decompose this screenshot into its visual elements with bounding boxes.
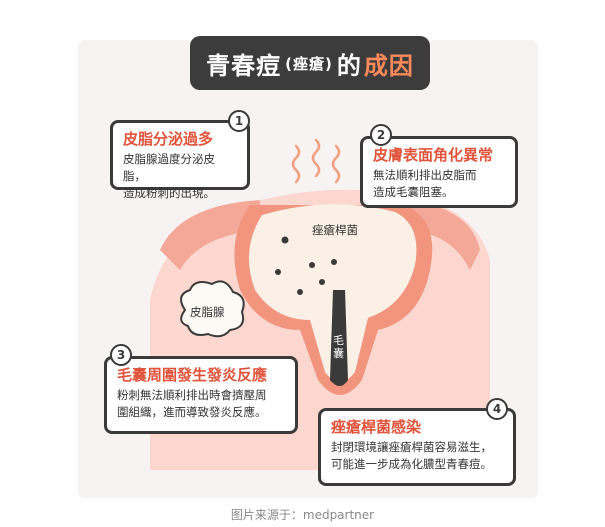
- cause-text-line: 粉刺無法順利排出時會擠壓周: [117, 388, 267, 402]
- sebaceous-gland-label: 皮脂腺: [190, 305, 225, 319]
- cause-text-line: 可能進一步成為化膿型青春痘。: [331, 457, 492, 471]
- cause-heading: 皮膚表面角化異常: [373, 146, 494, 164]
- bacterium: [309, 262, 315, 268]
- cause-text-line: 封閉環境讓痤瘡桿菌容易滋生，: [331, 440, 492, 454]
- sebaceous-gland: [180, 280, 245, 338]
- cause-number-1: 1: [228, 110, 250, 132]
- bacterium: [319, 279, 325, 285]
- cause-heading: 皮脂分泌過多: [123, 130, 214, 148]
- cause-text: 粉刺無法順利排出時會擠壓周 圍組織，進而導致發炎反應。: [117, 387, 285, 421]
- skin-surface-layer: [160, 200, 260, 270]
- cause-text: 無法順利排出皮脂而 造成毛囊阻塞。: [373, 167, 505, 201]
- bacterium: [275, 269, 281, 275]
- cause-text-line: 造成毛囊阻塞。: [373, 185, 454, 199]
- bacteria-dots: [275, 236, 337, 295]
- cause-card-1: 皮脂分泌過多 皮脂腺過度分泌皮脂， 造成粉刺的出現。: [110, 120, 250, 200]
- diagram-title: 青春痘 (痤瘡) 的 成因: [190, 36, 430, 90]
- cause-text-line: 造成粉刺的出現。: [123, 186, 215, 200]
- heat-waves: [291, 138, 341, 184]
- pimple-sac: [248, 204, 417, 382]
- title-main: 青春痘: [206, 51, 282, 80]
- image-source-caption: 图片来源于：medpartner: [230, 508, 375, 522]
- title-tail-plain: 的: [336, 51, 362, 80]
- bacterium: [281, 236, 289, 244]
- cause-card-4: 痤瘡桿菌感染 封閉環境讓痤瘡桿菌容易滋生， 可能進一步成為化膿型青春痘。: [318, 408, 516, 486]
- cause-number-3: 3: [110, 344, 132, 366]
- bacterium: [297, 289, 303, 295]
- bacterium: [331, 259, 337, 265]
- cause-text: 皮脂腺過度分泌皮脂， 造成粉刺的出現。: [123, 151, 237, 202]
- cause-text-line: 圍組織，進而導致發炎反應。: [117, 405, 267, 419]
- cause-heading: 痤瘡桿菌感染: [331, 418, 422, 436]
- cause-text-line: 無法順利排出皮脂而: [373, 168, 477, 182]
- title-tail-accent: 成因: [363, 51, 414, 80]
- cause-number-2: 2: [370, 124, 392, 146]
- cause-text: 封閉環境讓痤瘡桿菌容易滋生， 可能進一步成為化膿型青春痘。: [331, 439, 503, 473]
- bacteria-label: 痤瘡桿菌: [312, 223, 358, 237]
- follicle-label: 毛囊: [333, 334, 344, 360]
- cause-card-3: 毛囊周圍發生發炎反應 粉刺無法順利排出時會擠壓周 圍組織，進而導致發炎反應。: [104, 356, 298, 434]
- cause-heading: 毛囊周圍發生發炎反應: [117, 366, 268, 384]
- title-sub: (痤瘡): [285, 54, 333, 73]
- cause-card-2: 皮膚表面角化異常 無法順利排出皮脂而 造成毛囊阻塞。: [360, 136, 518, 208]
- cause-number-4: 4: [486, 398, 508, 420]
- hair-shaft: [330, 290, 348, 386]
- cause-text-line: 皮脂腺過度分泌皮脂，: [123, 152, 215, 183]
